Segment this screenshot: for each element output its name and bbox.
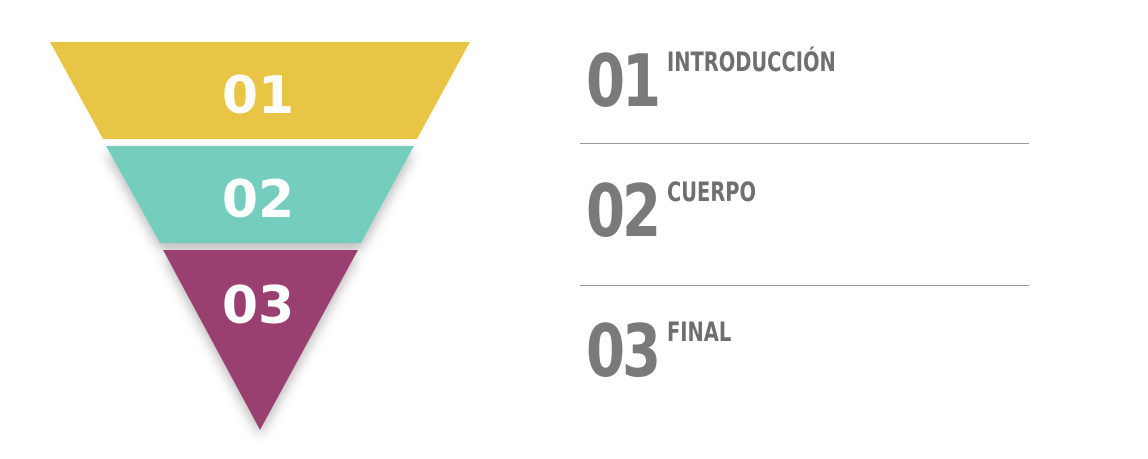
funnel-number-1: 01: [222, 66, 294, 126]
funnel-level-1: 01: [50, 42, 470, 139]
legend-number-1: 01: [586, 39, 661, 123]
legend-number-2: 02: [586, 169, 661, 253]
funnel-level-2: [106, 146, 414, 243]
divider-1: [580, 143, 1029, 144]
legend-label-1: INTRODUCCIÓN: [667, 47, 836, 78]
legend-label-2: CUERPO: [667, 177, 757, 208]
funnel-segment-3: [163, 250, 358, 430]
legend-label-3: FINAL: [667, 317, 732, 348]
funnel-segment-1: [50, 42, 470, 139]
funnel-segment-2: [106, 146, 414, 243]
divider-2: [580, 285, 1029, 286]
funnel-number-3: 03: [222, 276, 294, 336]
funnel-number-2: 02: [222, 170, 294, 230]
legend-number-3: 03: [586, 309, 661, 393]
funnel-level-3: [163, 250, 358, 430]
